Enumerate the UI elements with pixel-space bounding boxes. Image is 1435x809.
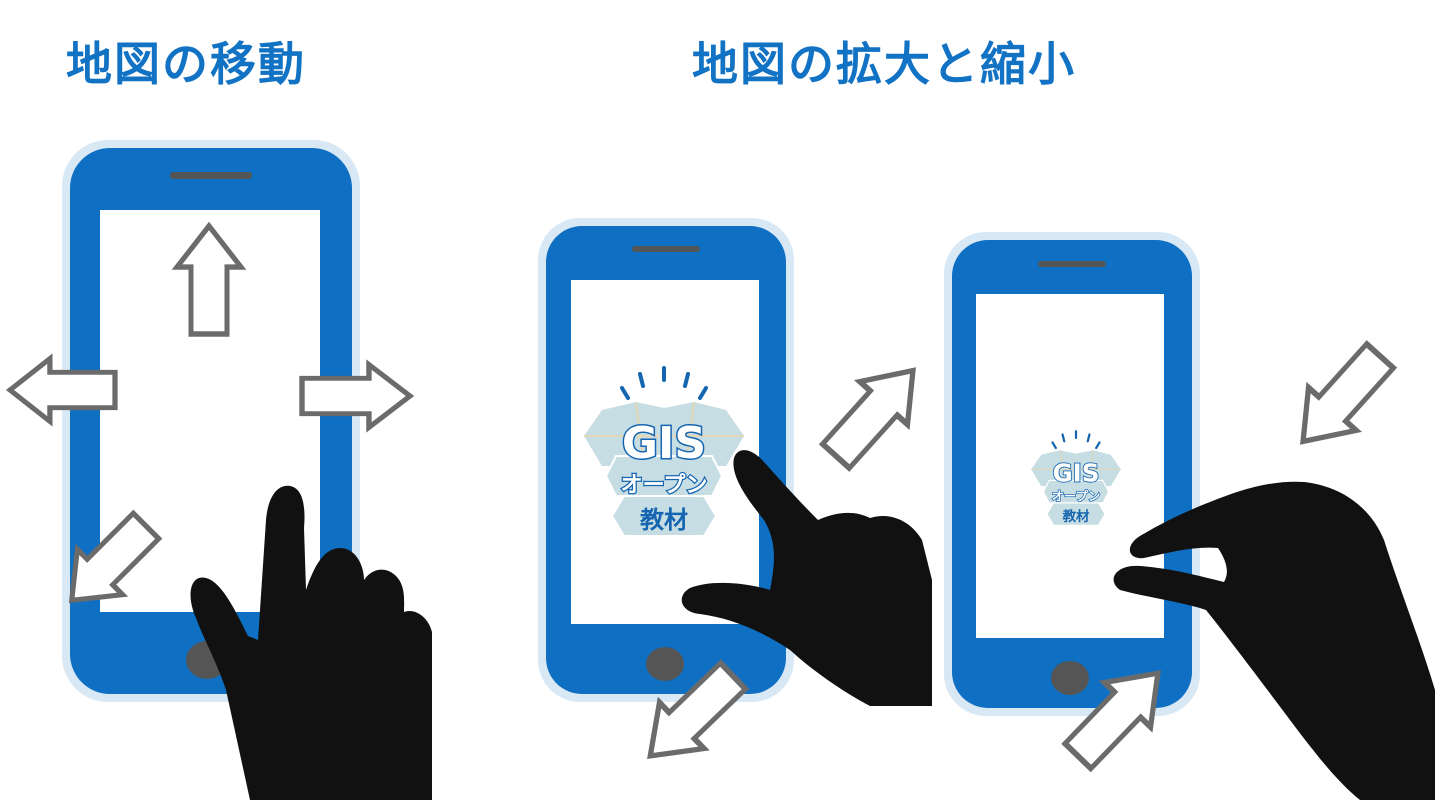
svg-text:オープン: オープン [621,473,708,498]
svg-text:GIS: GIS [622,418,706,469]
pointing-hand-icon [681,450,932,706]
arrow-diagonal-icon [812,349,937,477]
svg-text:教材: 教材 [1063,508,1090,525]
speaker-icon [632,246,700,252]
pointing-hand-icon [190,485,432,800]
speaker-icon [170,172,252,179]
speaker-icon [1038,261,1106,267]
title-map-move: 地図の移動 [66,37,306,91]
gis-open-material-logo: GIS オープン 教材 [582,366,746,538]
pinch-hand-icon [1113,481,1435,800]
home-button-icon [646,647,684,681]
title-map-zoom: 地図の拡大と縮小 [692,37,1076,91]
gis-open-material-logo: GIS オープン 教材 [1030,430,1122,527]
home-button-icon [1051,661,1089,695]
svg-text:GIS: GIS [1052,459,1099,488]
svg-text:オープン: オープン [1052,489,1101,504]
svg-text:教材: 教材 [640,506,688,534]
arrow-diagonal-icon [1279,335,1404,463]
